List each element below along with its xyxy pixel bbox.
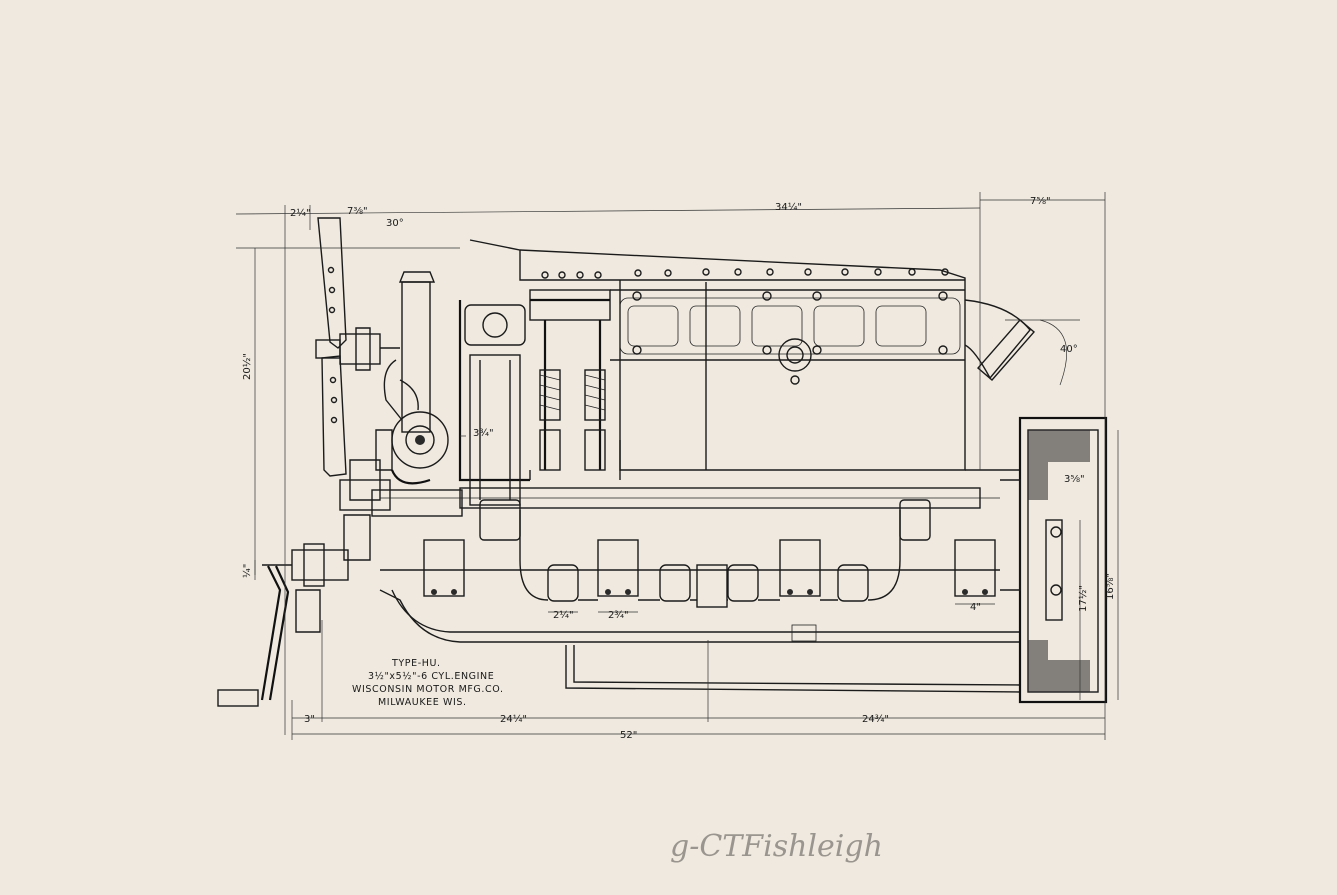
dim-bearing-c: 4"	[970, 602, 981, 613]
fan-blades	[315, 217, 400, 477]
dim-housing-dia: 16⅝"	[1105, 573, 1116, 600]
cylinder-section	[458, 289, 621, 506]
dim-crank-small: ¼"	[241, 564, 253, 578]
dim-flywheel-offset: 3⅝"	[1064, 474, 1085, 485]
starting-crank	[217, 543, 349, 707]
dim-bearing-a: 2¼"	[553, 609, 574, 621]
caption-city: MILWAUKEE WIS.	[378, 697, 467, 708]
dim-top-right: 7⅝"	[1030, 196, 1051, 207]
caption-maker: WISCONSIN MOTOR MFG.CO.	[352, 684, 504, 695]
dim-bottom-mid-b: 24¾"	[862, 714, 889, 725]
flywheel	[1000, 416, 1108, 704]
dim-bottom-overall: 52"	[620, 730, 637, 741]
head-bolts	[541, 268, 949, 279]
crankcase	[379, 469, 1021, 693]
cylinder-head	[469, 239, 1035, 471]
dim-top-offset: 7⅜"	[347, 206, 368, 217]
pencil-signature: g-CTFishleigh	[670, 829, 883, 864]
dim-bore-left: 3¾"	[473, 428, 494, 439]
front-housing	[339, 271, 463, 561]
dim-top-small: 2¼"	[290, 207, 311, 219]
dimension-labels: 2¼" 7⅜" 30° 34¼" 7⅝" 40° 20½" 3¾" 3⅝" ¼"…	[241, 196, 1116, 741]
dim-angle-outlet: 40°	[1060, 344, 1078, 355]
dim-top-length: 34¼"	[775, 201, 802, 213]
dim-height-overall: 20½"	[241, 353, 253, 380]
dimension-lines	[235, 192, 1119, 740]
caption-engine: 3½"x5½"-6 CYL.ENGINE	[368, 671, 494, 682]
title-block: TYPE-HU. 3½"x5½"-6 CYL.ENGINE WISCONSIN …	[352, 658, 504, 708]
dim-bearing-b: 2¾"	[608, 610, 629, 621]
caption-type: TYPE-HU.	[391, 658, 441, 669]
dim-angle-top: 30°	[386, 218, 404, 229]
crankshaft	[380, 487, 1000, 608]
dim-bottom-left: 3"	[304, 714, 315, 725]
dim-flywheel-dia: 17½"	[1077, 585, 1089, 612]
dim-bottom-mid-a: 24¼"	[500, 713, 527, 725]
